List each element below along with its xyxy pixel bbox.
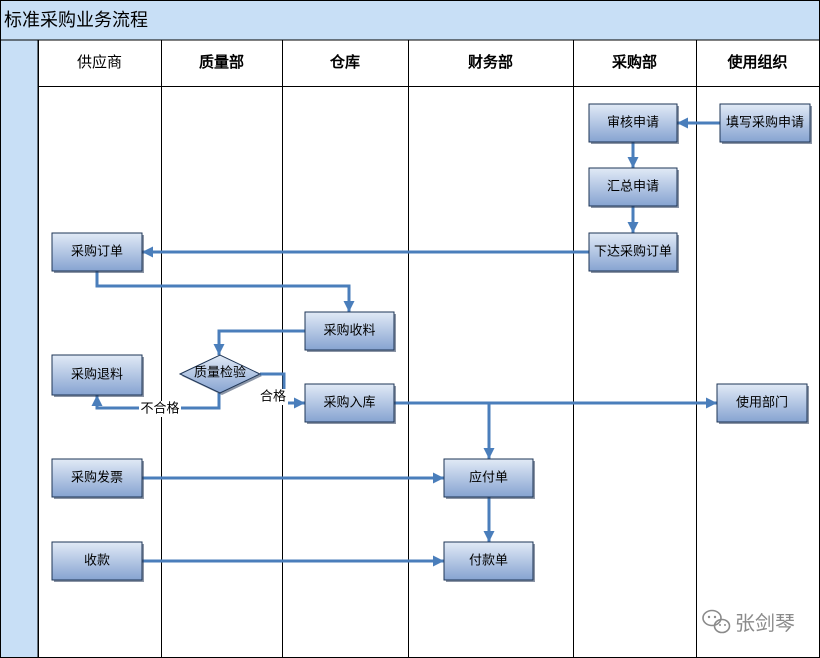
lane-header-purchasing-dept: 采购部 <box>611 53 657 71</box>
node-box <box>588 103 678 143</box>
node-purchase-warehousing: 采购入库 <box>304 383 396 424</box>
node-quality-inspection-decision: 质量检验 <box>178 354 262 395</box>
nodes: 审核申请 填写采购申请 汇总申请 下达采购订单 采购订单 采购收料 <box>51 103 812 582</box>
node-purchase-order: 采购订单 <box>51 232 144 273</box>
node-purchase-return: 采购退料 <box>51 354 144 397</box>
lane-header-using-org: 使用组织 <box>726 53 787 71</box>
title-bar-background <box>0 0 820 41</box>
lane-header-warehouse: 仓库 <box>329 53 360 71</box>
edge-receiving-to-inspection <box>213 329 305 355</box>
node-summarize-request: 汇总申请 <box>588 167 679 208</box>
edges <box>91 117 720 567</box>
node-box <box>51 354 143 396</box>
node-box <box>304 383 395 423</box>
decision-diamond <box>178 354 262 394</box>
watermark: 张剑琴 <box>702 609 795 635</box>
node-label: 使用部门 <box>736 395 788 411</box>
node-label: 应付单 <box>469 470 508 486</box>
node-label: 付款单 <box>469 554 508 569</box>
node-fill-purchase-request: 填写采购申请 <box>719 103 812 144</box>
node-box <box>443 458 534 498</box>
edge-label-fail: 不合格 <box>140 401 179 417</box>
node-label: 填写采购申请 <box>726 115 804 131</box>
lane-grid <box>38 40 820 658</box>
node-box <box>719 103 811 143</box>
lane-header-row: 供应商 质量部 仓库 财务部 采购部 使用组织 <box>77 53 788 71</box>
node-label: 采购入库 <box>323 395 375 411</box>
node-box <box>51 458 143 498</box>
pool-side-band <box>0 39 39 658</box>
node-payment-bill: 付款单 <box>443 541 535 582</box>
node-label: 采购订单 <box>71 244 123 260</box>
node-box <box>51 541 143 581</box>
node-box <box>588 167 678 207</box>
edge-labels: 不合格 合格 <box>139 389 288 417</box>
node-label: 质量检验 <box>194 365 246 381</box>
node-label: 下达采购订单 <box>594 244 672 260</box>
node-using-department: 使用部门 <box>716 383 809 424</box>
lane-header-finance-dept: 财务部 <box>468 53 513 71</box>
watermark-text: 张剑琴 <box>735 611 795 635</box>
node-receipt: 收款 <box>51 541 144 582</box>
lane-header-quality-dept: 质量部 <box>199 53 244 71</box>
edge-label-pass: 合格 <box>260 389 286 405</box>
node-issue-purchase-order: 下达采购订单 <box>588 232 679 273</box>
edge-purchase-order-to-receiving <box>95 271 355 312</box>
node-label: 采购发票 <box>71 470 123 486</box>
edge-label-background <box>260 389 288 405</box>
title-bar: 标准采购业务流程 <box>0 0 820 41</box>
node-label: 收款 <box>84 554 110 569</box>
node-box <box>443 541 534 581</box>
node-label: 审核申请 <box>607 116 659 131</box>
node-box <box>51 232 143 272</box>
node-box <box>716 383 808 423</box>
wechat-icon <box>702 609 731 634</box>
node-box <box>304 311 395 351</box>
node-label: 采购收料 <box>323 323 375 339</box>
node-purchase-invoice: 采购发票 <box>51 458 144 499</box>
node-payable-bill: 应付单 <box>443 458 535 499</box>
node-purchase-receiving: 采购收料 <box>304 311 396 352</box>
node-label: 采购退料 <box>71 367 123 383</box>
edge-label-background <box>139 401 181 417</box>
node-label: 汇总申请 <box>607 180 659 195</box>
diagram-title: 标准采购业务流程 <box>4 10 148 31</box>
edge-inspection-pass-to-warehousing <box>260 372 305 409</box>
lane-header-supplier: 供应商 <box>77 53 122 71</box>
node-box <box>588 232 678 272</box>
node-review-request: 审核申请 <box>588 103 679 144</box>
